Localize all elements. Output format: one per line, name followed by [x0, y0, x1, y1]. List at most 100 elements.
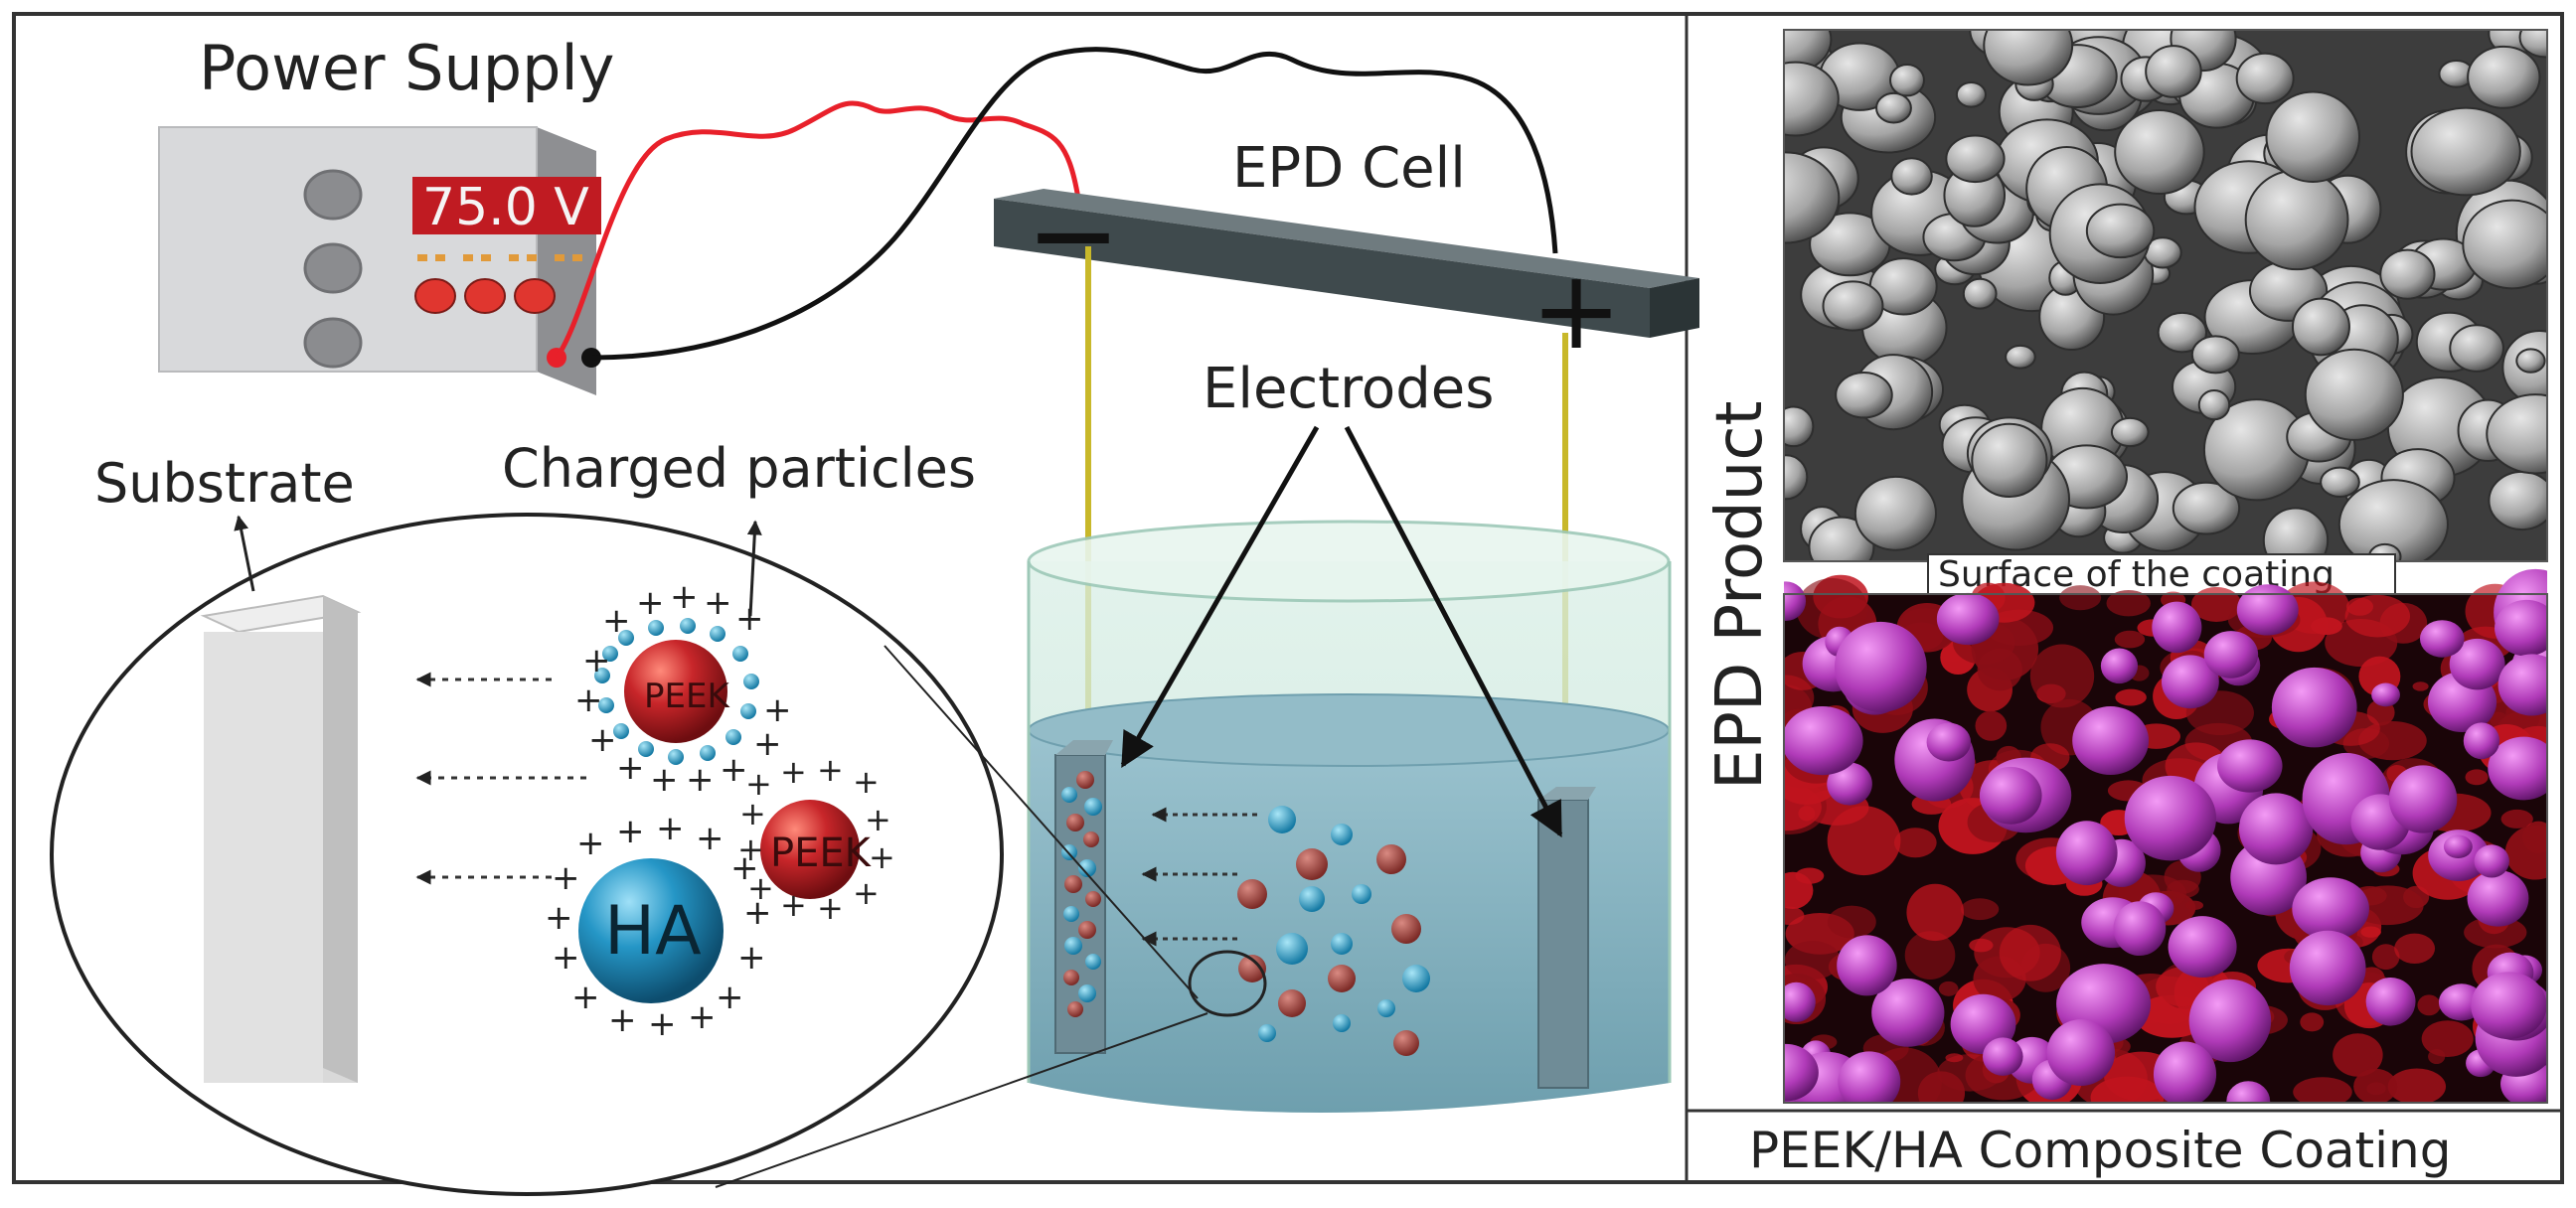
map-red-grain	[1784, 906, 1805, 925]
sem-grain	[2005, 344, 2036, 370]
map-red-grain	[2115, 688, 2147, 706]
sem-grain	[2114, 108, 2205, 196]
ha-label: HA	[604, 892, 702, 971]
map-red-grain	[2504, 825, 2547, 880]
sem-grain	[1784, 405, 1815, 448]
map-red-grain	[1904, 931, 1956, 980]
map-magenta-grain	[1926, 722, 1972, 762]
sem-grain	[2244, 169, 2349, 271]
map-red-grain	[1906, 883, 1965, 942]
map-magenta-grain	[1982, 1037, 2023, 1076]
knob-icon	[303, 169, 363, 221]
sem-grain	[2197, 389, 2231, 421]
sem-grain	[1945, 134, 2006, 184]
svg-text:+: +	[737, 938, 766, 978]
svg-text:+: +	[636, 583, 665, 623]
sem-grain	[1784, 151, 1841, 244]
sem-grain	[2518, 30, 2547, 59]
map-red-grain	[2366, 1082, 2386, 1096]
map-red-grain	[2387, 1068, 2447, 1103]
sem-grain	[2235, 52, 2295, 105]
map-magenta-grain	[2474, 844, 2509, 878]
map-magenta-grain	[2365, 978, 2416, 1026]
map-magenta-grain	[2055, 821, 2118, 886]
button-icon	[514, 278, 556, 314]
svg-text:+: +	[853, 763, 880, 801]
map-magenta-grain	[1784, 581, 1807, 622]
attraction-arrows	[415, 672, 586, 885]
knob-icon	[303, 242, 363, 294]
zoom-source-circle	[1188, 950, 1267, 1017]
power-supply-label: Power Supply	[199, 32, 614, 104]
map-red-grain	[2500, 809, 2533, 829]
map-magenta-grain	[1837, 935, 1897, 996]
svg-text:+: +	[720, 750, 748, 790]
svg-text:+: +	[737, 830, 764, 868]
sem-grain	[1784, 61, 1840, 137]
map-red-grain	[1827, 806, 1901, 876]
map-magenta-grain	[2371, 682, 2400, 707]
svg-text:+: +	[608, 1000, 637, 1040]
deposited-particles	[1061, 771, 1102, 1017]
sem-grain	[2320, 466, 2360, 498]
map-magenta-grain	[2463, 722, 2500, 760]
migration-arrows	[1141, 807, 1257, 947]
sem-grain	[2410, 106, 2521, 197]
map-magenta-grain	[2203, 631, 2259, 679]
beaker	[1027, 520, 1672, 1113]
map-red-grain	[2360, 926, 2381, 938]
svg-text:+: +	[552, 938, 580, 978]
svg-text:+: +	[853, 874, 880, 912]
map-magenta-grain	[2449, 638, 2505, 690]
map-red-grain	[2421, 1020, 2474, 1057]
peek-large-label: PEEK	[644, 677, 730, 716]
map-red-grain	[2311, 617, 2342, 636]
map-red-grain	[2293, 1077, 2352, 1103]
svg-text:+: +	[545, 898, 573, 938]
sem-grain	[1890, 157, 1933, 196]
substrate-label: Substrate	[94, 452, 355, 515]
svg-text:+: +	[739, 795, 766, 832]
substrate-block	[200, 594, 362, 1083]
voltage-display	[412, 177, 601, 234]
map-red-grain	[2371, 944, 2400, 971]
svg-text:+: +	[730, 848, 759, 888]
sem-grain	[2462, 199, 2547, 290]
sem-grain	[1889, 63, 1925, 97]
map-magenta-grain	[1979, 766, 2042, 825]
map-magenta-grain	[1871, 979, 1945, 1047]
svg-text:+: +	[648, 1004, 677, 1044]
sem-grain	[2085, 203, 2156, 259]
map-magenta-grain	[1936, 592, 2000, 646]
svg-text:+: +	[588, 720, 617, 760]
sem-grain	[2515, 348, 2546, 374]
sem-grain	[1853, 475, 1938, 551]
map-red-grain	[1917, 1071, 1966, 1103]
epd-cell-label: EPD Cell	[1232, 136, 1466, 201]
map-red-grain	[1893, 828, 1937, 858]
map-magenta-grain	[2124, 775, 2216, 861]
sem-grain	[1955, 80, 1987, 108]
map-magenta-grain	[2168, 916, 2237, 979]
sem-grain	[1822, 280, 1884, 332]
map-red-grain	[1795, 867, 1825, 884]
sem-grain	[2337, 479, 2449, 561]
map-magenta-grain	[2292, 877, 2369, 941]
map-magenta-grain	[1834, 621, 1927, 712]
svg-text:+: +	[865, 801, 891, 838]
map-magenta-grain	[2289, 930, 2366, 1006]
epd-product-label: EPD Product	[1703, 400, 1777, 790]
svg-text:+: +	[616, 812, 645, 851]
sem-grain	[2291, 297, 2350, 357]
sem-grain	[2304, 348, 2404, 441]
power-supply: Power Supply 75.0 V	[158, 32, 614, 395]
map-magenta-grain	[2467, 869, 2529, 927]
black-wire	[590, 47, 1558, 361]
svg-text:+: +	[650, 760, 679, 800]
magnified-view: Substrate Charged particles	[50, 437, 1208, 1196]
map-red-grain	[2412, 681, 2429, 691]
sem-grain	[2172, 481, 2241, 535]
ha-particle: HA ++++ ++++ ++++ +++	[545, 809, 772, 1044]
svg-text:+: +	[574, 680, 603, 720]
